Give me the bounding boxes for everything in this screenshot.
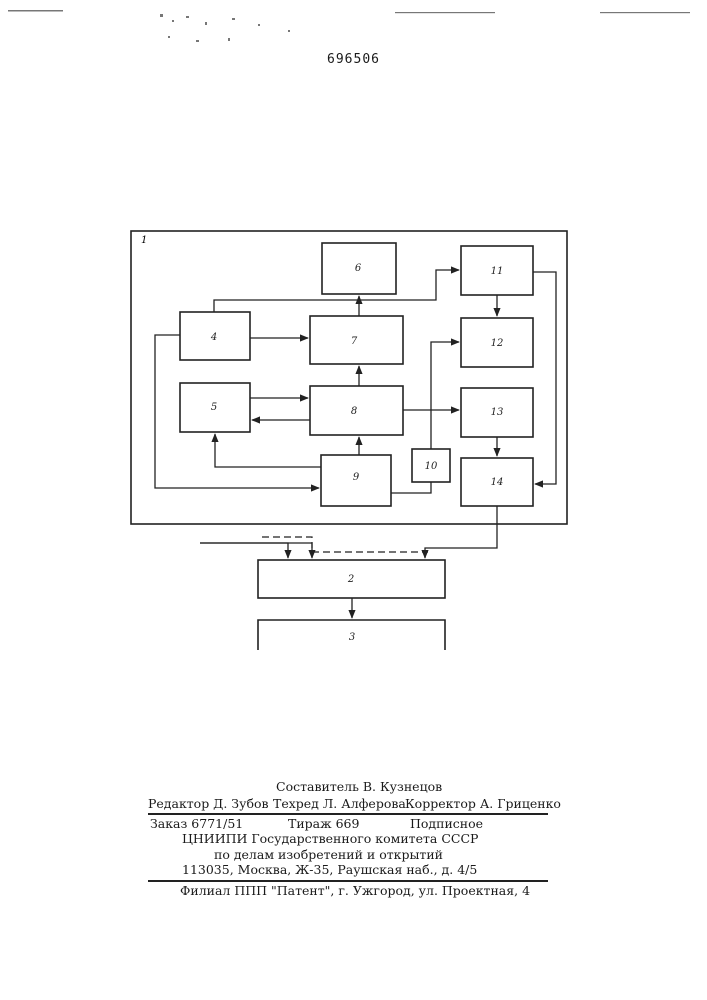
branch-line: Филиал ППП "Патент", г. Ужгород, ул. Про…	[180, 883, 530, 898]
tech-editor-line: Техред Л. Алферова	[273, 796, 406, 811]
block-9-label: 9	[353, 472, 360, 483]
connections	[155, 270, 556, 618]
proofreader-line: Корректор А. Гриценко	[405, 796, 561, 811]
org-line-2: по делам изобретений и открытий	[214, 847, 443, 862]
block-4-label: 4	[210, 332, 217, 343]
patent-number: 696506	[0, 52, 707, 67]
dashed-connections	[262, 537, 428, 552]
block-8-label: 8	[351, 406, 357, 417]
blocks	[180, 243, 533, 598]
address-line: 113035, Москва, Ж-35, Раушская наб., д. …	[182, 862, 477, 877]
order-line: Заказ 6771/51	[150, 816, 243, 831]
block-12-label: 12	[491, 338, 504, 349]
editor-line: Редактор Д. Зубов	[148, 796, 269, 811]
block-13-label: 13	[491, 407, 504, 418]
block-5-label: 5	[211, 402, 217, 413]
compiler-line: Составитель В. Кузнецов	[276, 779, 442, 794]
block-6-label: 6	[355, 263, 362, 274]
org-line-1: ЦНИИПИ Государственного комитета СССР	[182, 831, 478, 846]
block-14-label: 14	[491, 477, 504, 488]
subscription-line: Подписное	[410, 816, 483, 831]
block-11-label: 11	[491, 266, 504, 277]
scan-artifacts	[8, 10, 690, 42]
separator-rule-2	[148, 880, 548, 882]
block-3-label: 3	[349, 632, 355, 643]
block-2-label: 2	[347, 574, 354, 585]
separator-rule-1	[148, 813, 548, 815]
block-7-label: 7	[351, 336, 358, 347]
circulation-line: Тираж 669	[288, 816, 359, 831]
block-1-label: 1	[141, 235, 147, 246]
block-10-label: 10	[425, 461, 438, 472]
